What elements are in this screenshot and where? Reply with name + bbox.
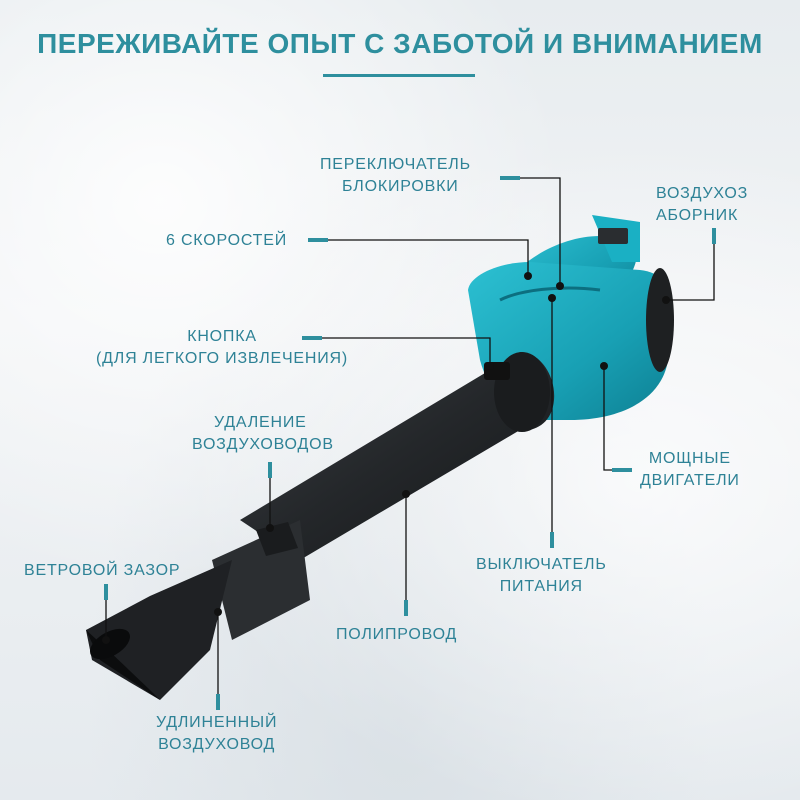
label-pipe: ПОЛИПРОВОД <box>336 624 457 646</box>
dot-motors <box>600 362 608 370</box>
nozzle <box>86 560 232 700</box>
label-power-switch-line2: ПИТАНИЯ <box>499 578 583 595</box>
label-button-line2: (ДЛЯ ЛЕГКОГО ИЗВЛЕЧЕНИЯ) <box>96 350 349 367</box>
dot-power-switch <box>548 294 556 302</box>
label-power-switch-line1: ВЫКЛЮЧАТЕЛЬ <box>476 556 607 573</box>
label-markers <box>104 176 716 710</box>
label-duct-removal: УДАЛЕНИЕ ВОЗДУХОВОДОВ <box>192 412 334 456</box>
label-power-switch: ВЫКЛЮЧАТЕЛЬ ПИТАНИЯ <box>476 554 607 598</box>
label-button: КНОПКА (ДЛЯ ЛЕГКОГО ИЗВЛЕЧЕНИЯ) <box>96 326 348 370</box>
label-air-intake-line1: ВОЗДУХОЗ <box>656 185 749 202</box>
extension-tube <box>212 520 310 640</box>
label-speeds-line1: 6 СКОРОСТЕЙ <box>166 232 288 249</box>
page-title: ПЕРЕЖИВАЙТЕ ОПЫТ С ЗАБОТОЙ И ВНИМАНИЕМ <box>37 28 763 59</box>
dot-lock-switch <box>556 282 564 290</box>
label-lock-switch-line2: БЛОКИРОВКИ <box>342 178 459 195</box>
label-duct-removal-line1: УДАЛЕНИЕ <box>214 414 307 431</box>
dot-air-intake <box>662 296 670 304</box>
label-lock-switch-line1: ПЕРЕКЛЮЧАТЕЛЬ <box>320 156 471 173</box>
label-speeds: 6 СКОРОСТЕЙ <box>166 230 287 252</box>
dot-extended-duct <box>214 608 222 616</box>
label-extended-duct-line2: ВОЗДУХОВОД <box>158 736 276 753</box>
title-underline <box>323 74 475 77</box>
label-motors: МОЩНЫЕ ДВИГАТЕЛИ <box>640 448 740 492</box>
label-motors-line1: МОЩНЫЕ <box>648 450 731 467</box>
label-wind-gap-line1: ВЕТРОВОЙ ЗАЗОР <box>24 562 181 579</box>
label-lock-switch: ПЕРЕКЛЮЧАТЕЛЬ БЛОКИРОВКИ <box>320 154 471 198</box>
label-motors-line2: ДВИГАТЕЛИ <box>640 472 740 489</box>
label-air-intake: ВОЗДУХОЗ АБОРНИК <box>656 183 748 227</box>
label-duct-removal-line2: ВОЗДУХОВОДОВ <box>192 436 334 453</box>
dot-wind-gap <box>102 636 110 644</box>
callout-dots <box>102 272 670 644</box>
label-air-intake-line2: АБОРНИК <box>656 207 739 224</box>
label-button-line1: КНОПКА <box>187 328 257 345</box>
label-wind-gap: ВЕТРОВОЙ ЗАЗОР <box>24 560 180 582</box>
label-extended-duct: УДЛИНЕННЫЙ ВОЗДУХОВОД <box>156 712 277 756</box>
leader-lines <box>105 177 715 700</box>
dot-speeds <box>524 272 532 280</box>
label-pipe-line1: ПОЛИПРОВОД <box>336 626 458 643</box>
label-extended-duct-line1: УДЛИНЕННЫЙ <box>156 714 278 731</box>
dot-pipe <box>402 490 410 498</box>
dot-duct-removal <box>266 524 274 532</box>
dot-button <box>486 362 494 370</box>
